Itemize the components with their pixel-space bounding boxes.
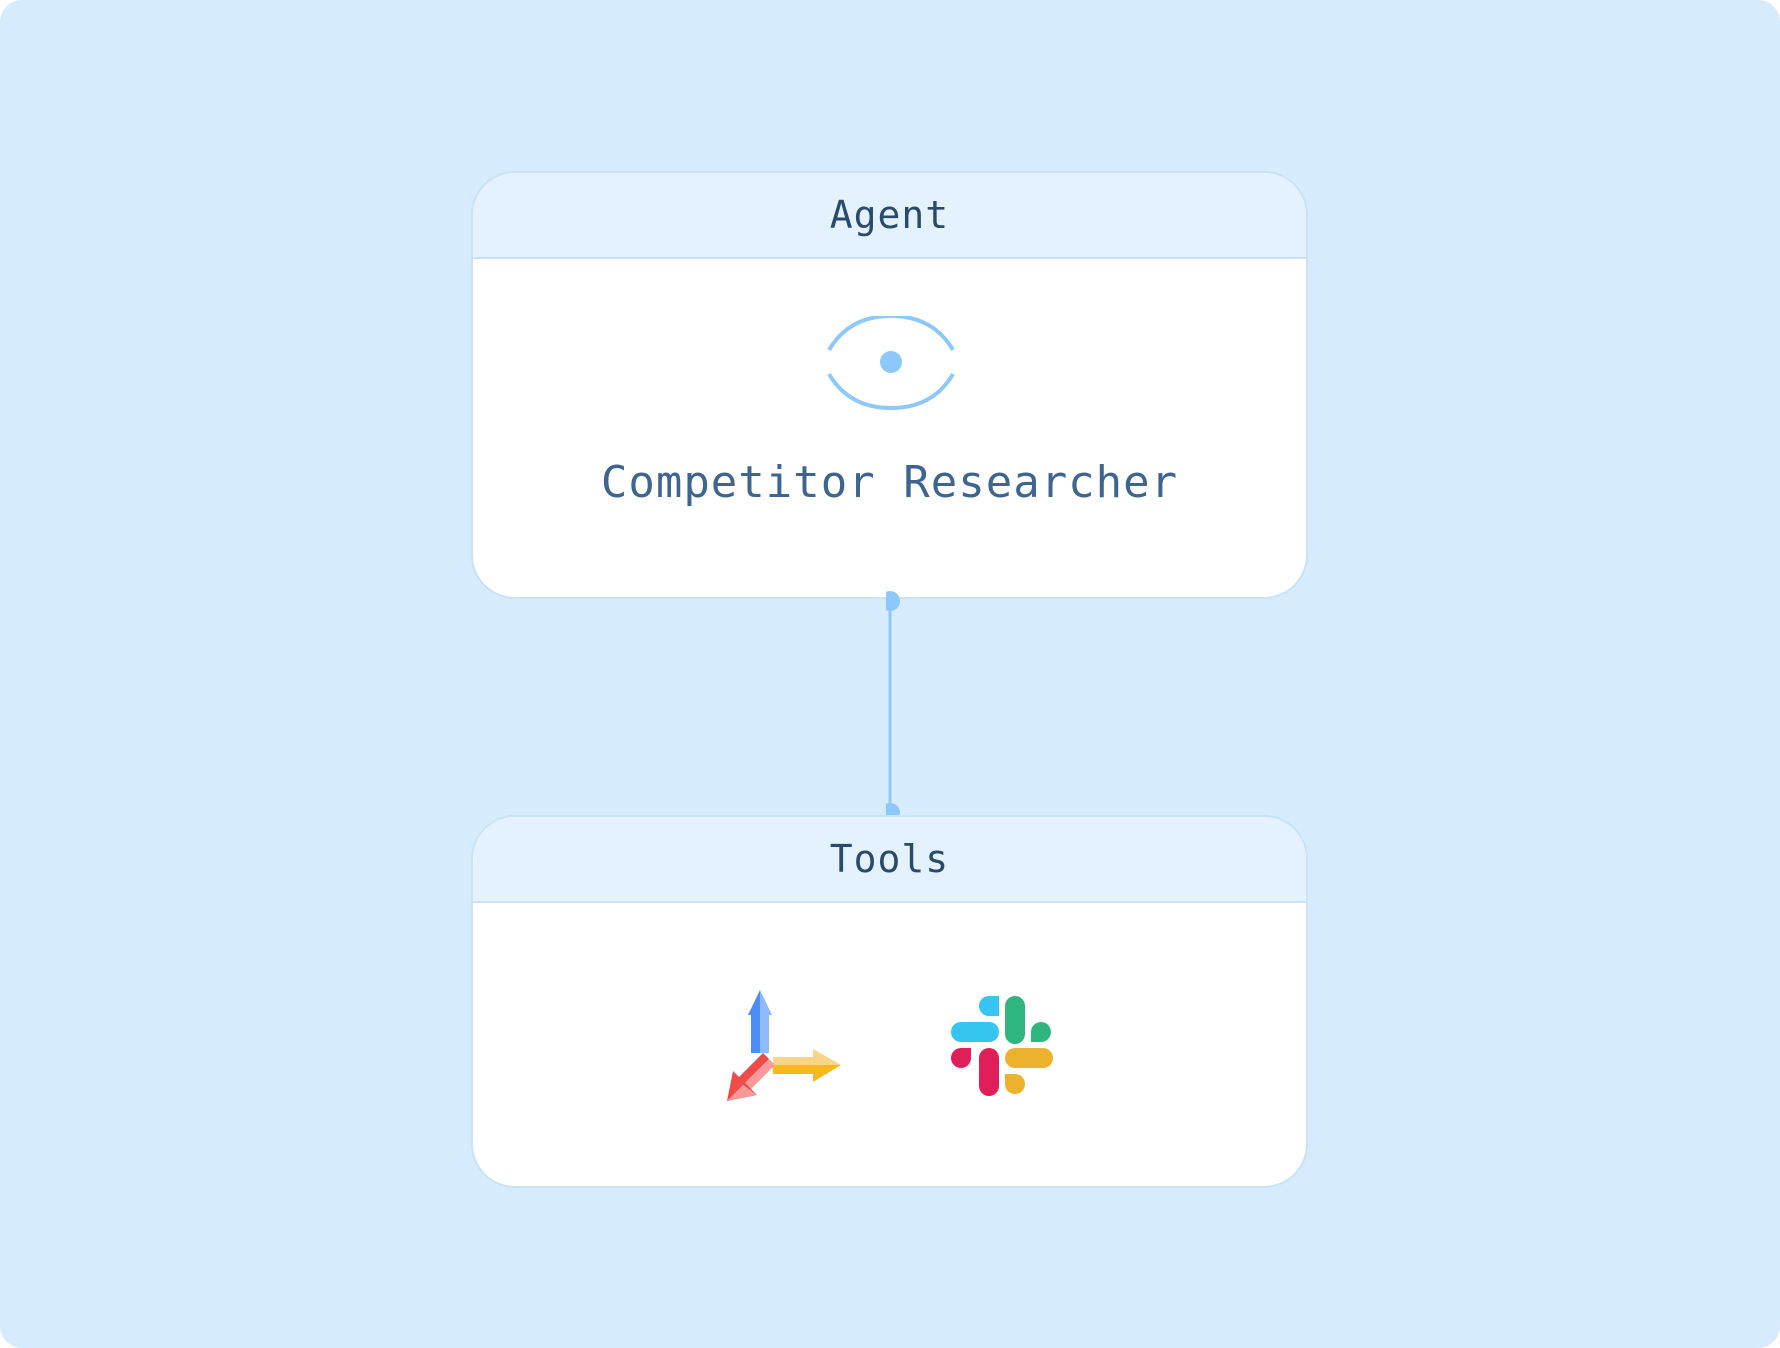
connector-start-dot bbox=[886, 591, 900, 611]
slack-icon[interactable] bbox=[951, 996, 1053, 1098]
eye-icon bbox=[827, 316, 955, 411]
multi-direction-arrows-icon[interactable] bbox=[723, 987, 843, 1107]
tools-card[interactable]: Tools bbox=[471, 815, 1308, 1188]
agent-card-header: Agent bbox=[473, 173, 1306, 259]
agent-name: Competitor Researcher bbox=[600, 457, 1179, 508]
agent-card[interactable]: Agent Competitor Researcher bbox=[471, 171, 1308, 599]
tools-card-header: Tools bbox=[473, 817, 1306, 903]
connector-line bbox=[886, 591, 900, 823]
